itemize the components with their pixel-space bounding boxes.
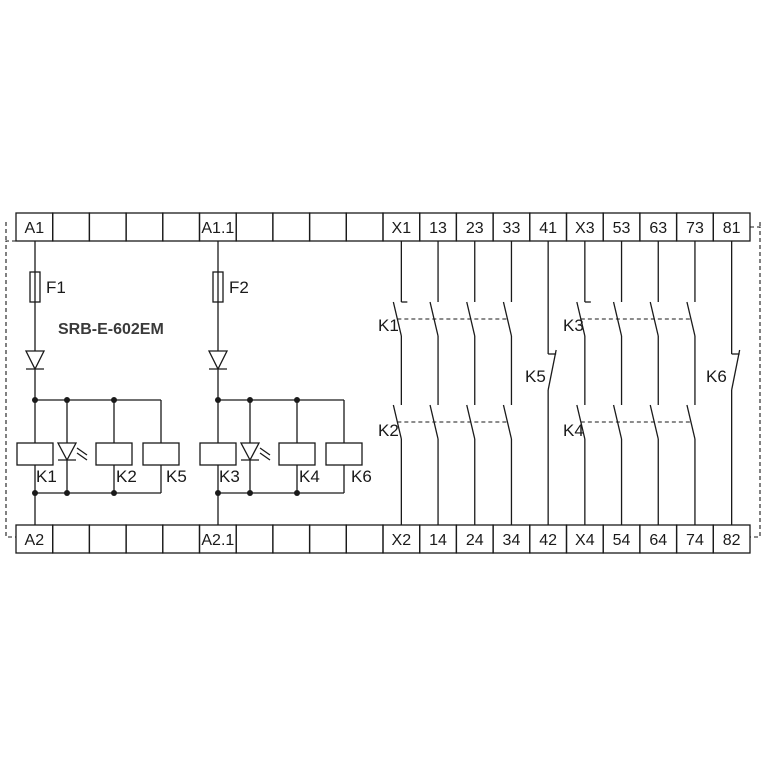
top_terminals-label: 53	[613, 220, 631, 237]
bottom_terminals-label: 74	[686, 532, 704, 549]
contact-blade	[502, 301, 513, 337]
bottom_terminals-label: 64	[649, 532, 667, 549]
top_terminals-cell	[272, 212, 311, 242]
top-terminal-strip: A1 A1.1 X1 13 23 33 41 X3 53 63 73 81	[15, 212, 751, 242]
contact-k5-label: K5	[525, 367, 546, 386]
contact-k3-label: K3	[563, 316, 584, 335]
bottom-terminal-strip: A2 A2.1 X2 14 24 34 42 X4 54 64 74 82	[15, 524, 751, 554]
coil-k2-label: K2	[116, 467, 137, 486]
contact-blade	[686, 404, 696, 440]
bottom_terminals-label: 42	[539, 532, 557, 549]
coil-k1-label: K1	[36, 467, 57, 486]
bottom_terminals-cell	[88, 524, 127, 554]
coil-k1	[16, 442, 54, 466]
top_terminals-label: 23	[466, 220, 484, 237]
coil-k4	[278, 442, 316, 466]
top_terminals-cell	[88, 212, 127, 242]
contact-section	[392, 241, 741, 525]
bottom_terminals-label: 54	[613, 532, 631, 549]
bottom_terminals-label: A2	[25, 532, 45, 549]
coil-k5	[142, 442, 180, 466]
device-title: SRB-E-602EM	[58, 321, 164, 338]
top_terminals-label: X1	[392, 220, 412, 237]
bottom_terminals-label: X4	[575, 532, 595, 549]
top_terminals-cell	[345, 212, 384, 242]
contact-k2-label: K2	[378, 421, 399, 440]
circuit-2: F2 K3 K4 K6	[199, 241, 372, 525]
diode-2-icon	[207, 350, 229, 371]
top_terminals-cell	[162, 212, 201, 242]
bottom_terminals-cell	[162, 524, 201, 554]
coil-k4-label: K4	[299, 467, 320, 486]
bottom_terminals-cell	[345, 524, 384, 554]
bottom_terminals-cell	[125, 524, 164, 554]
enclosure-right	[750, 226, 761, 538]
coil-k6	[325, 442, 363, 466]
top_terminals-label: 33	[503, 220, 521, 237]
top_terminals-label: 73	[686, 220, 704, 237]
contact-blade	[686, 301, 696, 337]
bottom_terminals-cell	[272, 524, 311, 554]
bottom_terminals-cell	[52, 524, 91, 554]
coil-k3-label: K3	[219, 467, 240, 486]
top_terminals-cell	[308, 212, 347, 242]
contact-blade	[502, 404, 513, 440]
led-1-icon	[56, 442, 78, 462]
coil-k3	[199, 442, 237, 466]
coil-k5-label: K5	[166, 467, 187, 486]
top_terminals-label: A1.1	[201, 220, 234, 237]
bottom_terminals-label: 24	[466, 532, 484, 549]
contact-k6-label: K6	[706, 367, 727, 386]
bottom_terminals-label: 82	[723, 532, 741, 549]
fuse-f2-label: F2	[229, 278, 249, 297]
enclosure-left	[5, 240, 16, 538]
top_terminals-label: 13	[429, 220, 447, 237]
top_terminals-label: 63	[649, 220, 667, 237]
top_terminals-label: A1	[25, 220, 45, 237]
top_terminals-cell	[235, 212, 274, 242]
contact-k4-label: K4	[563, 421, 584, 440]
contact-k1-label: K1	[378, 316, 399, 335]
top_terminals-cell	[52, 212, 91, 242]
bottom_terminals-cell	[308, 524, 347, 554]
bottom_terminals-label: X2	[392, 532, 412, 549]
bottom_terminals-label: A2.1	[201, 532, 234, 549]
fuse-f1-label: F1	[46, 278, 66, 297]
circuit-1: F1 K1 K2 K5	[16, 241, 187, 525]
top_terminals-label: 41	[539, 220, 557, 237]
coil-k2	[95, 442, 133, 466]
contact-blade	[731, 349, 741, 391]
led-2-icon	[239, 442, 261, 462]
bottom_terminals-label: 14	[429, 532, 447, 549]
top_terminals-cell	[125, 212, 164, 242]
top_terminals-label: 81	[723, 220, 741, 237]
top_terminals-label: X3	[575, 220, 595, 237]
contact-blade	[547, 349, 557, 391]
coil-k6-label: K6	[351, 467, 372, 486]
bottom_terminals-label: 34	[503, 532, 521, 549]
bottom_terminals-cell	[235, 524, 274, 554]
diode-1-icon	[24, 350, 46, 371]
